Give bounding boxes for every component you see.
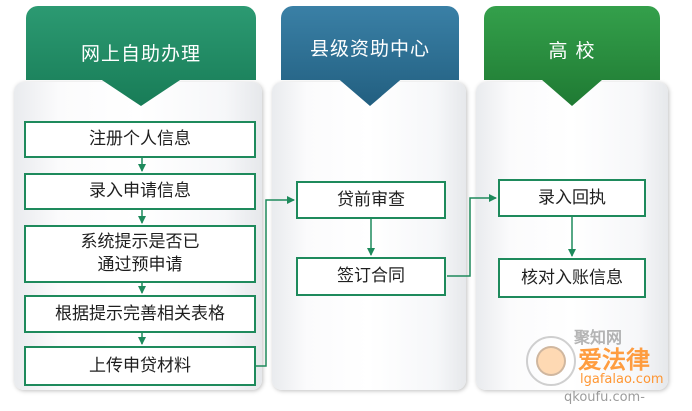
step-upload-materials: 上传申贷材料 bbox=[24, 346, 256, 386]
step-preapplication-check: 系统提示是否已 通过预申请 bbox=[24, 225, 256, 283]
column-header-county-title: 县级资助中心 bbox=[309, 38, 430, 60]
step-preloan-review: 贷前审查 bbox=[296, 181, 446, 219]
step-register: 注册个人信息 bbox=[24, 121, 256, 158]
step-enter-receipt: 录入回执 bbox=[498, 179, 646, 217]
step-complete-forms: 根据提示完善相关表格 bbox=[24, 295, 256, 333]
column-panel-college bbox=[476, 82, 668, 390]
column-panel-county bbox=[272, 82, 466, 390]
step-sign-contract: 签订合同 bbox=[296, 257, 446, 296]
column-header-online-title: 网上自助办理 bbox=[80, 43, 201, 65]
column-header-college-title: 高 校 bbox=[548, 40, 596, 62]
step-enter-application: 录入申请信息 bbox=[24, 173, 256, 210]
watermark-suffix: qkoufu.com- bbox=[564, 390, 645, 405]
step-verify-account: 核对入账信息 bbox=[498, 258, 646, 298]
